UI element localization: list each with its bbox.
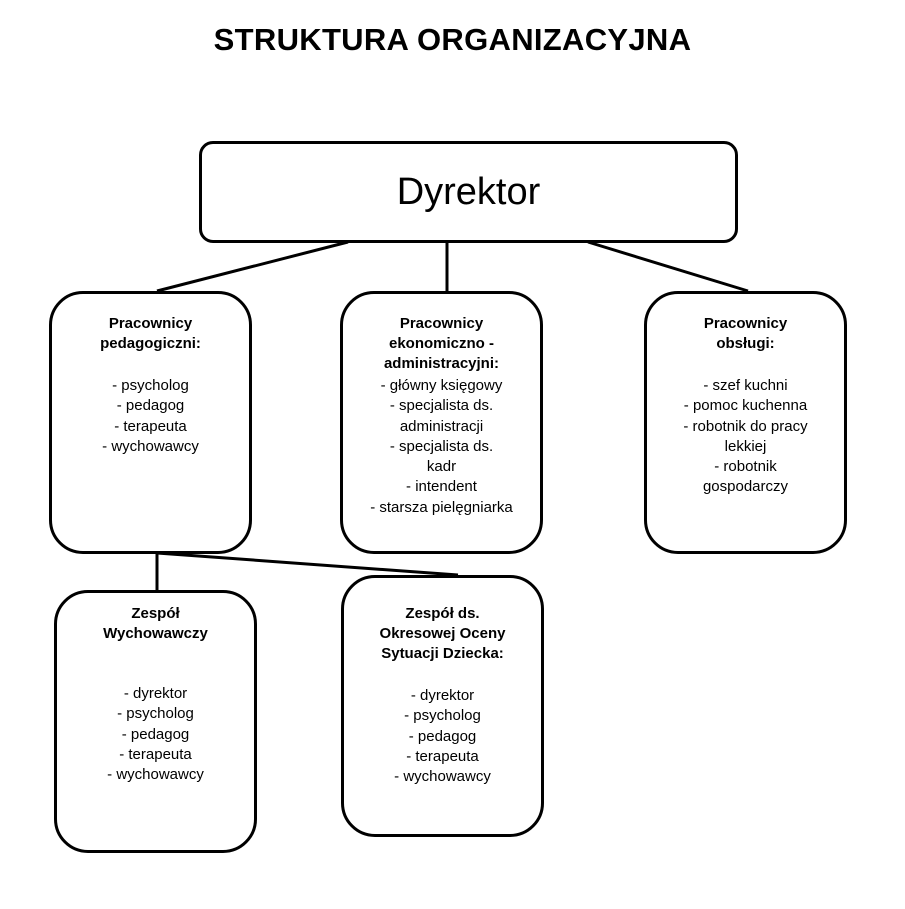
list-item: lekkiej (724, 437, 767, 455)
educational-team-box: Zespół Wychowawczy - dyrektor - psycholo… (54, 590, 257, 853)
service-staff-heading: Pracownicy obsługi: (703, 315, 788, 352)
economic-administrative-staff-list: - główny księgowy - specjalista ds. admi… (343, 376, 540, 518)
assessment-team-list: - dyrektor - psycholog - pedagog - terap… (344, 686, 541, 787)
page-title: STRUKTURA ORGANIZACYJNA (213, 22, 692, 57)
list-item: - specjalista ds. (389, 437, 494, 455)
list-item: - pedagog (121, 725, 190, 743)
list-item: - terapeuta (406, 747, 479, 765)
director-label: Dyrektor (396, 171, 541, 213)
pedagogical-staff-heading: Pracownicy pedagogiczni: (100, 315, 201, 352)
list-item: administracji (399, 417, 484, 435)
list-item: - wychowawcy (102, 437, 199, 455)
pedagogical-staff-list: - psycholog - pedagog - terapeuta - wych… (52, 376, 249, 457)
list-item: - pomoc kuchenna (683, 397, 808, 415)
list-item: - terapeuta (114, 417, 187, 435)
list-item: - terapeuta (119, 745, 192, 763)
list-item: kadr (426, 458, 457, 476)
list-item: - starsza pielęgniarka (370, 498, 513, 516)
list-item: - dyrektor (410, 687, 475, 704)
educational-team-heading: Zespół Wychowawczy (103, 605, 208, 642)
list-item: - wychowawcy (394, 768, 491, 786)
list-item: - psycholog (112, 377, 189, 394)
list-item: - szef kuchni (703, 377, 788, 394)
list-item: - robotnik do pracy (683, 417, 808, 435)
connector-pedagogical-assessment-team (156, 551, 459, 577)
list-item: - robotnik (714, 458, 777, 476)
list-item: - wychowawcy (107, 766, 204, 784)
list-item: - specjalista ds. (389, 397, 494, 415)
list-item: - pedagog (408, 727, 477, 745)
connector-director-service (587, 240, 749, 293)
list-item: - pedagog (116, 397, 185, 415)
pedagogical-staff-box: Pracownicy pedagogiczni: - psycholog - p… (49, 291, 252, 554)
director-box: Dyrektor (199, 141, 738, 243)
educational-team-list: - dyrektor - psycholog - pedagog - terap… (57, 684, 254, 785)
service-staff-box: Pracownicy obsługi: - szef kuchni - pomo… (644, 291, 847, 554)
list-item: gospodarczy (702, 478, 789, 496)
assessment-team-heading: Zespół ds. Okresowej Oceny Sytuacji Dzie… (379, 605, 506, 662)
list-item: - psycholog (117, 705, 194, 723)
service-staff-list: - szef kuchni - pomoc kuchenna - robotni… (647, 376, 844, 498)
economic-administrative-staff-heading: Pracownicy ekonomiczno - administracyjni… (383, 315, 500, 372)
list-item: - dyrektor (123, 685, 188, 702)
list-item: - główny księgowy (380, 377, 503, 394)
economic-administrative-staff-box: Pracownicy ekonomiczno - administracyjni… (340, 291, 543, 554)
list-item: - intendent (406, 478, 477, 496)
assessment-team-box: Zespół ds. Okresowej Oceny Sytuacji Dzie… (341, 575, 544, 837)
connector-director-pedagogical (156, 240, 349, 293)
list-item: - psycholog (404, 707, 481, 725)
